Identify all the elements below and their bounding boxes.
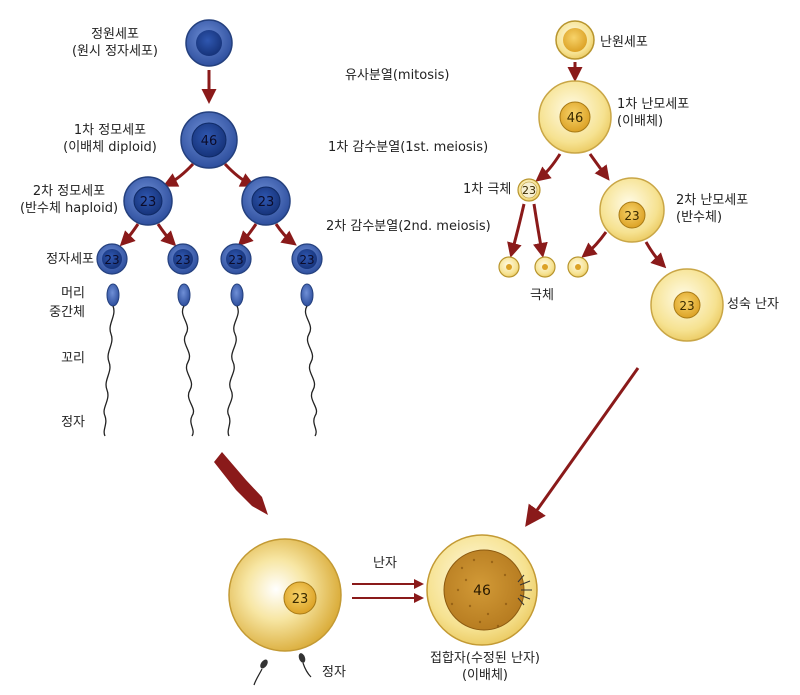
zygote-title: 접합자(수정된 난자) xyxy=(430,651,540,666)
sperm-label: 정자 xyxy=(61,415,85,430)
primary-spermatocyte-title: 1차 정모세포 xyxy=(73,123,147,138)
spermatid-2: 23 xyxy=(167,243,199,275)
primary-oocyte-label: 1차 난모세포 (이배체) xyxy=(617,96,689,130)
spermatid-label: 정자세포 xyxy=(46,252,94,267)
primary-spermatocyte-label: 1차 정모세포 (이배체 diploid) xyxy=(40,122,180,156)
mature-ovum-number: 23 xyxy=(679,299,694,313)
spermatid-3: 23 xyxy=(220,243,252,275)
arrow-meiosis2-d xyxy=(274,223,297,246)
spermatogonium-cell xyxy=(185,19,233,67)
ovum-large-number: 23 xyxy=(292,592,309,607)
ovum-label: 난자 xyxy=(373,556,397,571)
primary-oocyte-title: 1차 난모세포 xyxy=(617,97,690,112)
secondary-oocyte-subtitle: (반수체) xyxy=(676,210,723,225)
sperm-4 xyxy=(300,283,318,437)
secondary-oocyte-number: 23 xyxy=(624,209,639,223)
arrow-meiosis2-b xyxy=(156,223,177,247)
secondary-spermatocyte-left-number: 23 xyxy=(140,195,157,210)
sperm-entry-mark xyxy=(517,574,532,606)
spermatogonium-label: 정원세포 (원시 정자세포) xyxy=(50,26,180,60)
arrow-oocyte-to-polar xyxy=(535,153,562,182)
primary-oocyte-cell: 46 xyxy=(538,80,612,154)
mature-ovum-cell: 23 xyxy=(650,268,724,342)
sperm-2 xyxy=(177,283,195,437)
zygote-cell: 46 xyxy=(426,534,538,646)
polar-bodies-label: 극체 xyxy=(530,288,554,303)
first-polar-body-label: 1차 극체 xyxy=(463,182,512,197)
sperm-bottom-label: 정자 xyxy=(322,665,346,680)
arrow-oocyte-to-secondary xyxy=(588,153,610,181)
oogonium-label: 난원세포 xyxy=(600,35,648,50)
meiosis2-label: 2차 감수분열(2nd. meiosis) xyxy=(326,219,491,234)
arrow-sperm-to-fertilization xyxy=(214,452,268,515)
arrow-meiosis2-a xyxy=(119,223,140,247)
first-polar-body-number: 23 xyxy=(522,184,536,197)
primary-spermatocyte-number: 46 xyxy=(201,134,218,149)
primary-spermatocyte-subtitle: (이배체 diploid) xyxy=(63,140,157,155)
spermatid-2-number: 23 xyxy=(175,253,190,267)
zygote-subtitle: (이배체) xyxy=(461,668,509,683)
secondary-spermatocyte-left: 23 xyxy=(123,176,173,226)
spermatid-4-number: 23 xyxy=(299,253,314,267)
polar-body-1 xyxy=(498,256,520,278)
secondary-oocyte-cell: 23 xyxy=(599,177,665,243)
secondary-spermatocyte-right: 23 xyxy=(241,176,291,226)
spermatid-3-number: 23 xyxy=(228,253,243,267)
mature-ovum-label: 성숙 난자 xyxy=(727,297,779,312)
arrow-polar-left xyxy=(507,203,526,258)
spermatogonium-title: 정원세포 xyxy=(91,27,139,42)
arrow-meiosis2-c xyxy=(237,223,258,247)
tail-label: 꼬리 xyxy=(61,351,85,366)
sperm-1 xyxy=(103,283,120,437)
arrow-polar-right xyxy=(532,203,548,258)
arrow-ovum-to-zygote xyxy=(525,367,640,527)
primary-spermatocyte-cell: 46 xyxy=(180,111,238,169)
midpiece-label: 중간체 xyxy=(49,305,85,320)
arrow-meiosis1-left xyxy=(162,162,195,187)
meiosis1-label: 1차 감수분열(1st. meiosis) xyxy=(328,140,489,155)
polar-body-2 xyxy=(534,256,556,278)
sperm-3 xyxy=(227,283,244,437)
sperm-near-ovum xyxy=(253,653,312,686)
secondary-spermatocyte-title: 2차 정모세포 xyxy=(32,184,106,199)
primary-oocyte-subtitle: (이배체) xyxy=(617,114,664,129)
arrow-meiosis1-right xyxy=(223,162,256,187)
polar-body-3 xyxy=(567,256,589,278)
arrow-secondary-to-polar xyxy=(581,231,608,258)
secondary-spermatocyte-label: 2차 정모세포 (반수체 haploid) xyxy=(14,183,124,217)
secondary-spermatocyte-right-number: 23 xyxy=(258,195,275,210)
zygote-number: 46 xyxy=(473,583,491,599)
secondary-oocyte-label: 2차 난모세포 (반수체) xyxy=(676,192,748,226)
zygote-label: 접합자(수정된 난자) (이배체) xyxy=(400,650,570,684)
primary-oocyte-number: 46 xyxy=(567,111,584,126)
spermatogonium-subtitle: (원시 정자세포) xyxy=(71,44,159,59)
spermatid-4: 23 xyxy=(291,243,323,275)
mitosis-label: 유사분열(mitosis) xyxy=(345,68,450,83)
secondary-oocyte-title: 2차 난모세포 xyxy=(676,193,749,208)
head-label: 머리 xyxy=(61,286,85,301)
secondary-spermatocyte-subtitle: (반수체 haploid) xyxy=(19,201,119,216)
ovum-large-cell: 23 xyxy=(228,538,342,652)
oogonium-cell xyxy=(555,20,595,60)
first-polar-body-cell: 23 xyxy=(517,178,541,202)
spermatid-1: 23 xyxy=(96,243,128,275)
spermatid-1-number: 23 xyxy=(104,253,119,267)
arrow-secondary-to-ovum xyxy=(644,241,667,269)
